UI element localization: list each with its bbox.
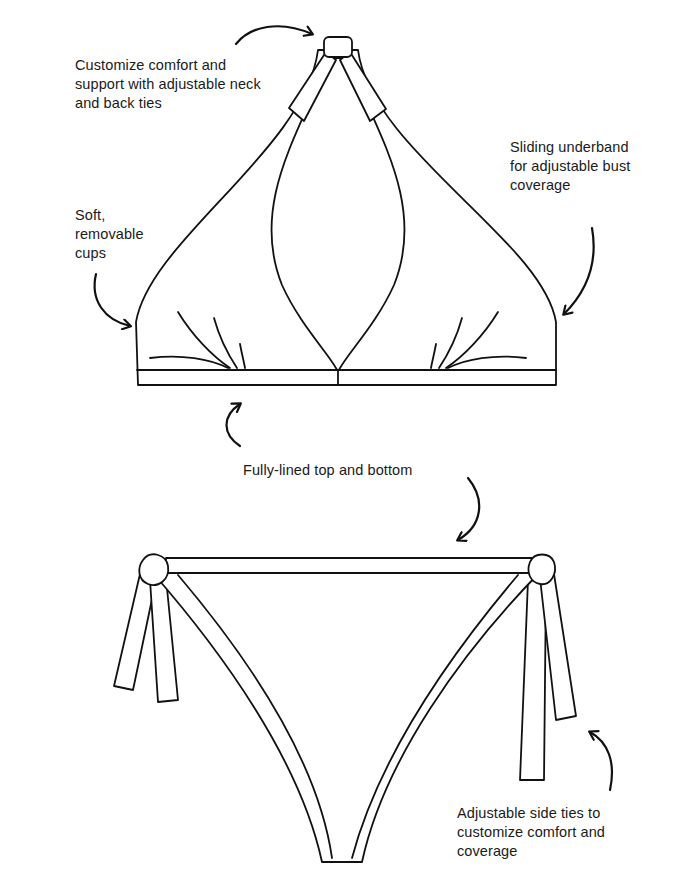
arrow-underband bbox=[564, 228, 594, 314]
callout-label: Adjustable side ties to customize comfor… bbox=[457, 804, 637, 861]
underband-line bbox=[137, 369, 556, 371]
line-art bbox=[431, 344, 436, 368]
neck-tie-right bbox=[340, 52, 386, 121]
arrow-lined-top bbox=[227, 404, 241, 446]
top-outline bbox=[136, 50, 556, 385]
callout-label: Sliding underband for adjustable bust co… bbox=[510, 138, 632, 195]
waistband bbox=[166, 558, 532, 573]
arrow-neck bbox=[236, 26, 312, 44]
side-knot-right bbox=[528, 555, 555, 585]
line-art bbox=[214, 318, 237, 368]
side-knot-left bbox=[139, 554, 168, 585]
callout-label: Fully-lined top and bottom bbox=[243, 461, 483, 480]
cup-gathers-left bbox=[150, 312, 245, 368]
side-tie-right-a bbox=[520, 580, 546, 780]
callout-label: Customize comfort and support with adjus… bbox=[75, 56, 267, 113]
arrow-lined-bottom bbox=[458, 478, 479, 540]
neck-tie-left bbox=[289, 52, 336, 121]
arrow-side-ties bbox=[590, 732, 612, 790]
center-seam bbox=[337, 370, 339, 385]
cup-gathers-right bbox=[431, 312, 526, 368]
line-art bbox=[240, 344, 245, 368]
inner-seam-left bbox=[178, 575, 332, 858]
neck-knot bbox=[324, 37, 352, 57]
side-tie-right-b bbox=[540, 574, 576, 720]
callout-label: Soft, removable cups bbox=[75, 206, 163, 263]
line-art bbox=[439, 318, 462, 368]
arrow-cups bbox=[95, 274, 130, 326]
side-tie-left-a bbox=[114, 574, 156, 690]
